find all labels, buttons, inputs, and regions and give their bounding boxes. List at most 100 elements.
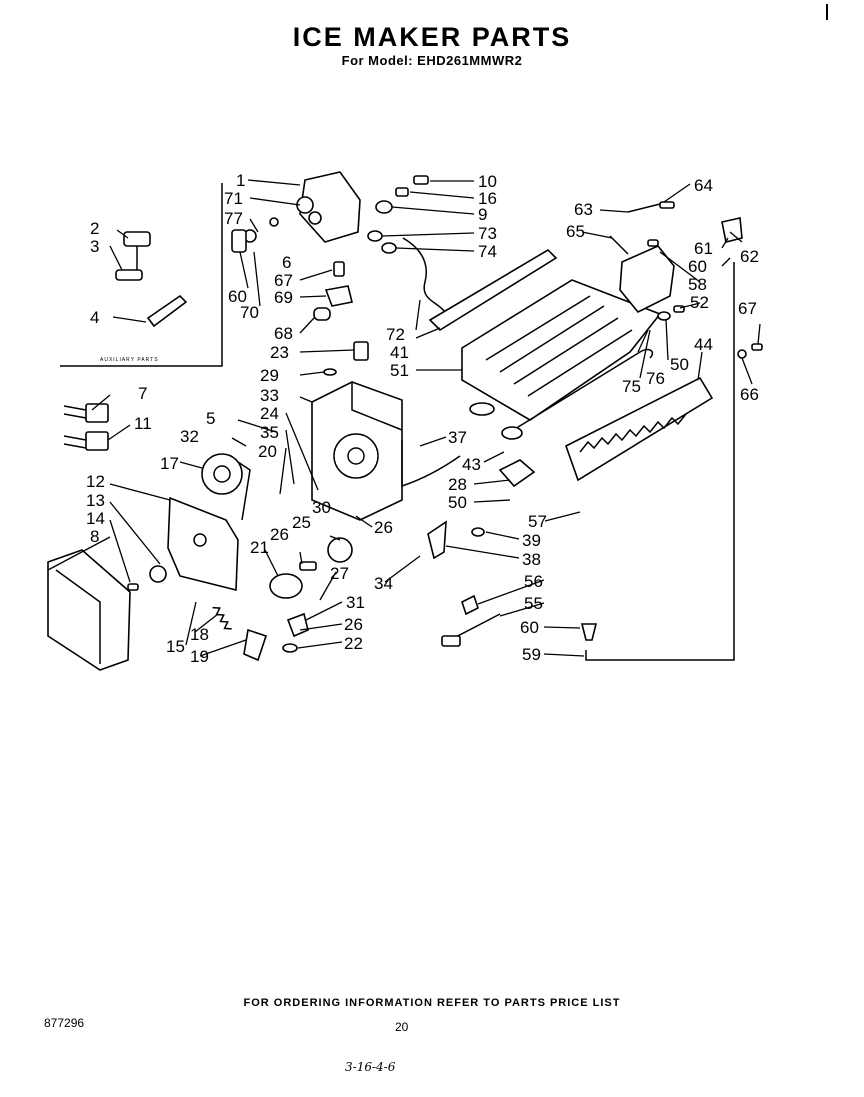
callout-50-right: 50 <box>670 355 689 374</box>
callout-8: 8 <box>90 527 99 546</box>
callout-16: 16 <box>478 189 497 208</box>
harness-plugs-part <box>63 403 109 451</box>
callout-64: 64 <box>694 176 713 195</box>
nut-39 <box>471 527 485 537</box>
model-subtitle: For Model: EHD261MMWR2 <box>341 53 523 68</box>
callout-33: 33 <box>260 386 279 405</box>
ice-mold-part <box>461 279 662 421</box>
callout-3: 3 <box>90 237 99 256</box>
callout-6: 6 <box>282 253 291 272</box>
callout-68: 68 <box>274 324 293 343</box>
callout-25: 25 <box>292 513 311 532</box>
bracket-28 <box>498 459 536 488</box>
document-number: 877296 <box>44 1016 85 1030</box>
switch-part <box>353 341 369 361</box>
page-number: 20 <box>395 1020 409 1034</box>
callout-60-right: 60 <box>688 257 707 276</box>
callout-39: 39 <box>522 531 541 550</box>
callout-35: 35 <box>260 423 279 442</box>
callout-67-right: 67 <box>738 299 757 318</box>
callout-27: 27 <box>330 564 349 583</box>
wire-harness-part <box>401 440 461 488</box>
timer-part <box>269 537 353 599</box>
screw-22 <box>282 643 298 653</box>
screw-14 <box>127 583 139 591</box>
callout-43: 43 <box>462 455 481 474</box>
probe-part <box>146 294 188 328</box>
callout-55: 55 <box>524 594 543 613</box>
inlet-fitting-part <box>231 171 361 253</box>
callout-52: 52 <box>690 293 709 312</box>
callout-59: 59 <box>522 645 541 664</box>
clip-31 <box>286 612 309 638</box>
callout-22: 22 <box>344 634 363 653</box>
front-cover-part <box>47 549 131 671</box>
screw-29 <box>323 368 337 376</box>
callout-60-bottom: 60 <box>520 618 539 637</box>
callout-29: 29 <box>260 366 279 385</box>
cord-part <box>441 594 501 647</box>
callout-2: 2 <box>90 219 99 238</box>
stripper-part <box>565 376 714 482</box>
callout-10: 10 <box>478 172 497 191</box>
callout-18: 18 <box>190 625 209 644</box>
callout-28: 28 <box>448 475 467 494</box>
callout-4: 4 <box>90 308 99 327</box>
callout-65: 65 <box>566 222 585 241</box>
fill-tube-part <box>402 237 446 313</box>
callout-73: 73 <box>478 224 497 243</box>
callout-38: 38 <box>522 550 541 569</box>
auxiliary-label: AUXILIARY PARTS <box>100 357 159 363</box>
callout-12: 12 <box>86 472 105 491</box>
callout-69: 69 <box>274 288 293 307</box>
cover-assembly-part <box>609 201 763 359</box>
heater-part <box>509 348 654 433</box>
callout-1: 1 <box>236 171 245 190</box>
mounting-plate-part <box>167 496 239 592</box>
edge-mark <box>826 4 828 20</box>
handwritten-note: 3-16-4-6 <box>345 1060 396 1074</box>
auxiliary-parts-box: AUXILIARY PARTS <box>60 183 223 367</box>
callout-19: 19 <box>190 647 209 666</box>
callout-34: 34 <box>374 574 393 593</box>
callout-74: 74 <box>478 242 497 261</box>
callout-44: 44 <box>694 335 713 354</box>
callout-58: 58 <box>688 275 707 294</box>
page-title: ICE MAKER PARTS <box>292 22 572 52</box>
screw-set-top <box>367 175 429 254</box>
spring-part <box>212 606 232 630</box>
callout-26-upper: 26 <box>374 518 393 537</box>
callout-75: 75 <box>622 377 641 396</box>
callout-26-lower: 26 <box>344 615 363 634</box>
callout-61: 61 <box>694 239 713 258</box>
motor-part <box>201 453 251 521</box>
callout-76: 76 <box>646 369 665 388</box>
callout-31: 31 <box>346 593 365 612</box>
callout-21: 21 <box>250 538 269 557</box>
callout-50-center: 50 <box>448 493 467 512</box>
gear-part <box>149 565 167 583</box>
callout-77: 77 <box>224 209 243 228</box>
shutoff-arm-part <box>428 248 558 332</box>
callout-7: 7 <box>138 384 147 403</box>
motor-housing-part <box>311 381 403 521</box>
callout-20: 20 <box>258 442 277 461</box>
callout-57: 57 <box>528 512 547 531</box>
callout-11: 11 <box>134 414 152 433</box>
callout-26-mid: 26 <box>270 525 289 544</box>
callout-23: 23 <box>270 343 289 362</box>
callout-37: 37 <box>448 428 467 447</box>
callout-62: 62 <box>740 247 759 266</box>
callout-17: 17 <box>160 454 179 473</box>
fill-tube-59 <box>585 262 735 661</box>
callout-56: 56 <box>524 572 543 591</box>
callout-14: 14 <box>86 509 105 528</box>
clip-parts <box>313 261 353 321</box>
callout-60-left: 60 <box>228 287 247 306</box>
callout-41: 41 <box>390 343 409 362</box>
bracket-38 <box>427 520 447 560</box>
leader-lines <box>47 179 761 657</box>
callout-67-left: 67 <box>274 271 293 290</box>
